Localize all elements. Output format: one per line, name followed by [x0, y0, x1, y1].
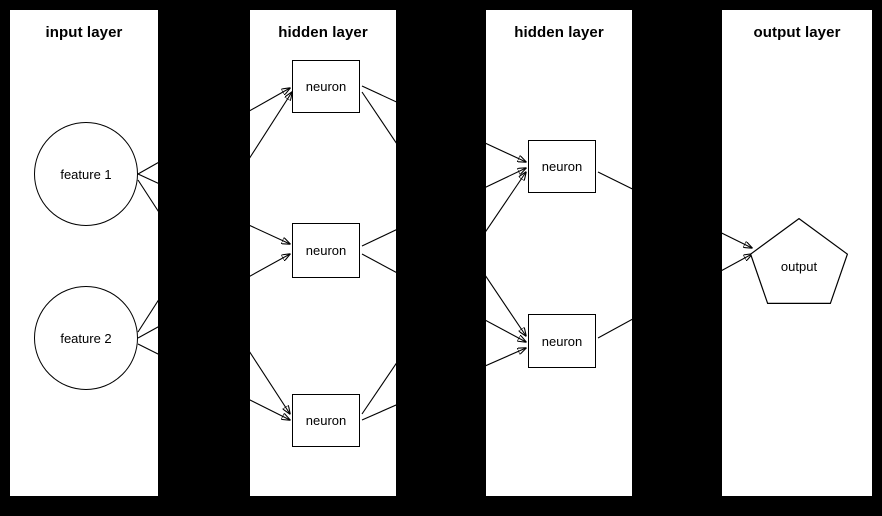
hidden2-node-1-label: neuron — [541, 159, 583, 174]
layer-panel-input: input layer — [10, 10, 158, 496]
layer-title-hidden2: hidden layer — [514, 24, 604, 41]
output-node-1-shape — [750, 218, 848, 304]
layer-title-output: output layer — [753, 24, 841, 41]
hidden1-node-2[interactable]: neuron — [292, 223, 360, 278]
hidden2-node-1[interactable]: neuron — [528, 140, 596, 193]
hidden1-node-3-label: neuron — [305, 413, 347, 428]
hidden1-node-3[interactable]: neuron — [292, 394, 360, 447]
output-node-1-label: output — [780, 258, 818, 274]
input-node-1[interactable]: feature 1 — [34, 122, 138, 226]
occlusion-band-2 — [396, 0, 486, 516]
hidden1-node-1-label: neuron — [305, 79, 347, 94]
layer-panel-hidden2: hidden layer — [486, 10, 632, 496]
occlusion-band-1 — [158, 0, 250, 516]
input-node-2[interactable]: feature 2 — [34, 286, 138, 390]
hidden2-node-2-label: neuron — [541, 333, 583, 349]
layer-title-hidden1: hidden layer — [278, 24, 368, 41]
occlusion-band-3 — [632, 0, 722, 516]
hidden1-node-1[interactable]: neuron — [292, 60, 360, 113]
layer-title-input: input layer — [45, 24, 123, 41]
hidden2-node-2[interactable]: neuron — [528, 314, 596, 368]
hidden1-node-2-label: neuron — [305, 243, 347, 258]
input-node-2-label: feature 2 — [60, 330, 112, 346]
output-node-1[interactable]: output — [750, 218, 848, 304]
input-node-1-label: feature 1 — [60, 166, 112, 182]
